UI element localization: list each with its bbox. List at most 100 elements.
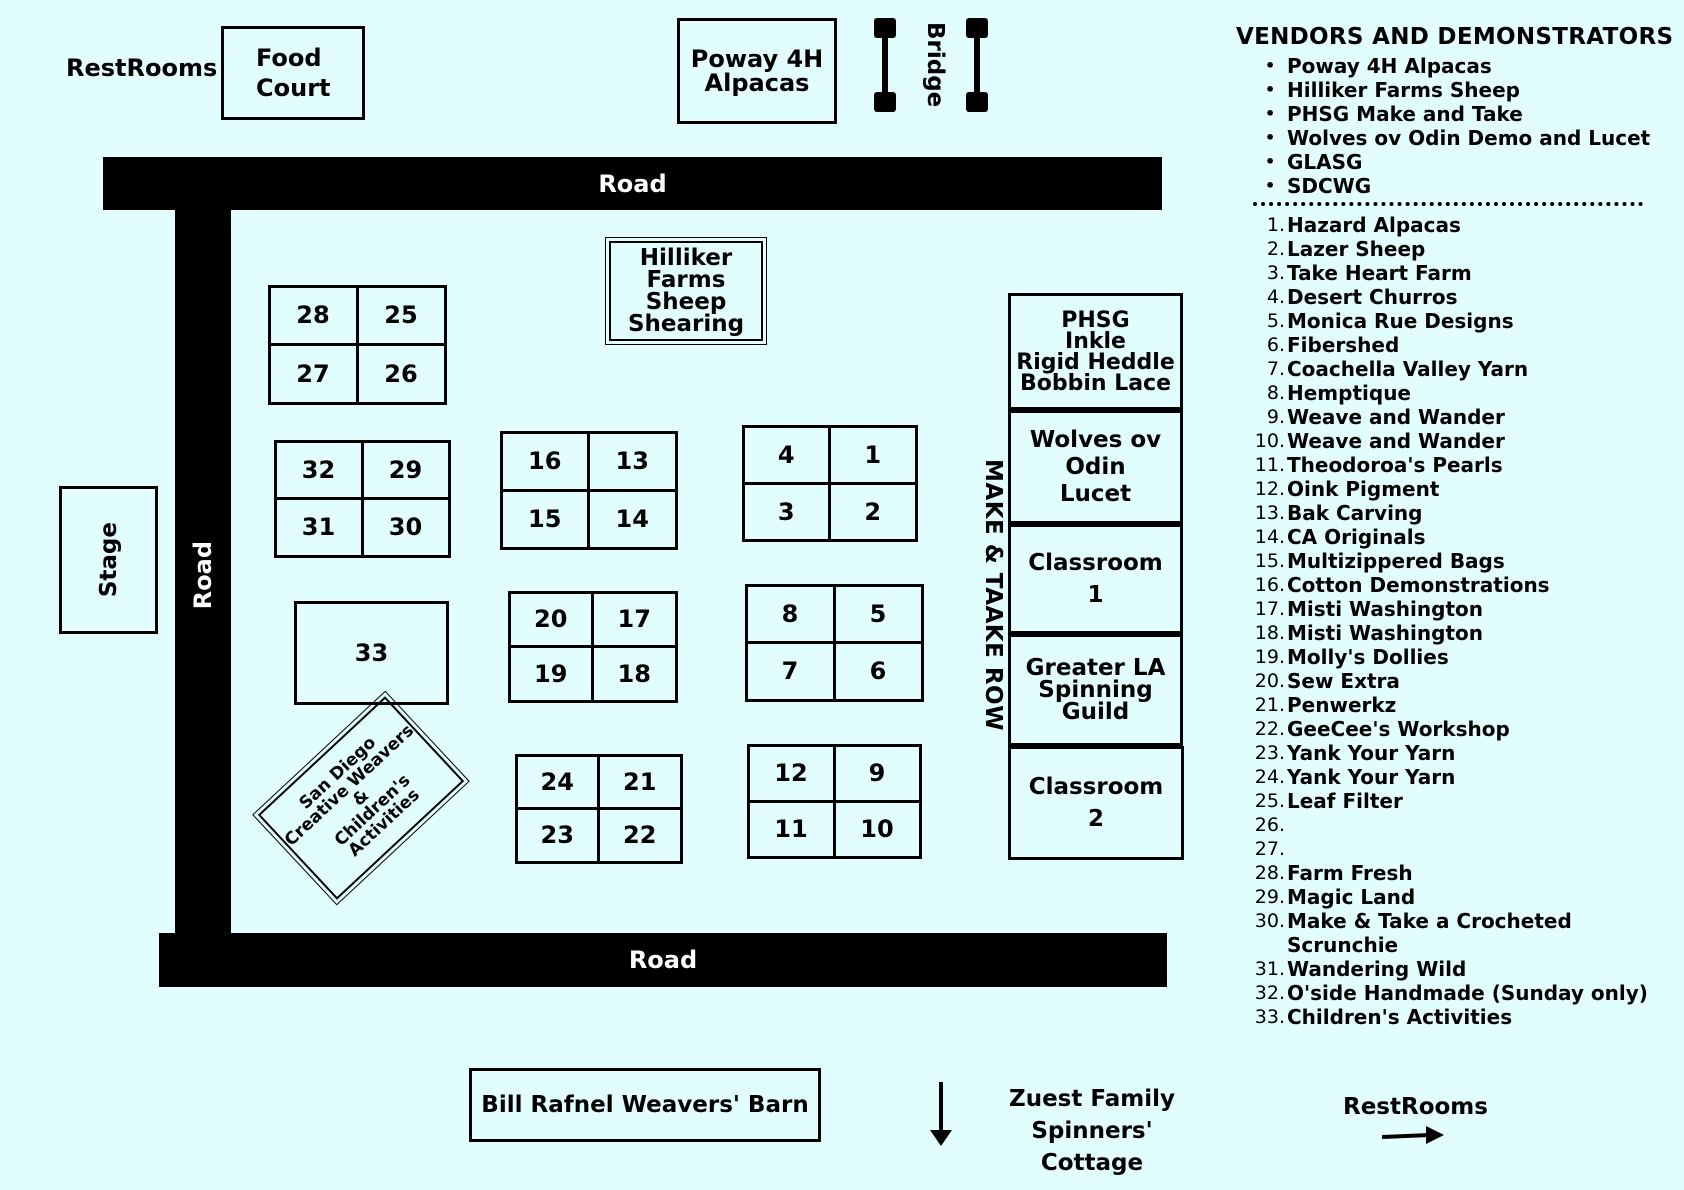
demonstrator-item: GLASG: [1261, 150, 1651, 174]
road-bottom: Road: [159, 933, 1167, 987]
booth-31[interactable]: 31: [273, 497, 364, 558]
booth-29[interactable]: 29: [360, 439, 451, 500]
vendor-item: 18.Misti Washington: [1253, 621, 1673, 645]
phsg-line3: Rigid Heddle: [1016, 349, 1175, 375]
booth-7[interactable]: 7: [744, 641, 836, 702]
food-court[interactable]: Food Court: [221, 26, 365, 120]
vendor-item: 12.Oink Pigment: [1253, 477, 1673, 501]
vendor-number: 21.: [1254, 694, 1285, 716]
vendor-name: Lazer Sheep: [1287, 237, 1426, 261]
vendor-name: O'side Handmade (Sunday only): [1287, 981, 1648, 1005]
vendor-name: Hemptique: [1287, 381, 1411, 405]
booth-1[interactable]: 1: [828, 424, 918, 485]
booth-24[interactable]: 24: [514, 753, 600, 810]
wolves-line2: Odin: [1065, 453, 1126, 480]
booth-10[interactable]: 10: [832, 799, 922, 859]
wolves-ov-odin-room[interactable]: Wolves ov Odin Lucet: [1008, 410, 1183, 524]
vendor-item: Scrunchie: [1253, 933, 1673, 957]
booth-3[interactable]: 3: [741, 481, 831, 542]
vendor-number: 14.: [1254, 526, 1285, 548]
booth-25[interactable]: 25: [355, 284, 447, 346]
vendor-name: [1287, 837, 1673, 861]
booth-21[interactable]: 21: [597, 753, 683, 810]
hilliker-sheep-shearing[interactable]: Hilliker Farms Sheep Shearing: [605, 237, 767, 345]
booth-13[interactable]: 13: [587, 430, 678, 492]
vendor-item: 2.Lazer Sheep: [1253, 237, 1673, 261]
vendor-name: Children's Activities: [1287, 1005, 1513, 1029]
vendor-name: Take Heart Farm: [1287, 261, 1472, 285]
demonstrator-item: SDCWG: [1261, 174, 1651, 198]
booth-8[interactable]: 8: [744, 583, 836, 644]
greater-la-spinning-guild[interactable]: Greater LA Spinning Guild: [1008, 634, 1183, 746]
vendor-name: Sew Extra: [1287, 669, 1400, 693]
vendor-number: 20.: [1254, 670, 1285, 692]
vendor-item: 31.Wandering Wild: [1253, 957, 1673, 981]
stage[interactable]: Stage: [59, 486, 158, 634]
vendor-name: Wandering Wild: [1287, 957, 1467, 981]
road-left-label: Road: [189, 540, 217, 610]
vendor-number: 29.: [1254, 886, 1285, 908]
vendor-name: Monica Rue Designs: [1287, 309, 1514, 333]
vendor-item: 5.Monica Rue Designs: [1253, 309, 1673, 333]
booth-23[interactable]: 23: [514, 807, 600, 864]
booth-9[interactable]: 9: [832, 743, 922, 803]
san-diego-creative-weavers[interactable]: San Diego Creative Weavers & Children's …: [253, 689, 469, 907]
booth-18[interactable]: 18: [591, 645, 678, 703]
zuest-family-cottage[interactable]: Zuest Family Spinners' Cottage: [982, 1083, 1202, 1179]
vendor-item: 6.Fibershed: [1253, 333, 1673, 357]
demonstrator-item: Wolves ov Odin Demo and Lucet: [1261, 126, 1651, 150]
booth-6[interactable]: 6: [832, 641, 924, 702]
road-top-label: Road: [598, 169, 667, 198]
booth-group-13-16: 16 13 15 14: [499, 430, 678, 550]
vendor-number: 3.: [1266, 262, 1285, 284]
vendor-number: 24.: [1254, 766, 1285, 788]
vendor-name: Yank Your Yarn: [1287, 765, 1456, 789]
demonstrator-item: PHSG Make and Take: [1261, 102, 1651, 126]
booth-19[interactable]: 19: [507, 645, 594, 703]
vendor-item: 25.Leaf Filter: [1253, 789, 1673, 813]
demonstrator-item: Poway 4H Alpacas: [1261, 54, 1651, 78]
classroom-1[interactable]: Classroom 1: [1008, 524, 1183, 634]
booth-14[interactable]: 14: [587, 488, 678, 550]
vendor-item: 23.Yank Your Yarn: [1253, 741, 1673, 765]
vendor-name: Theodoroa's Pearls: [1287, 453, 1503, 477]
booth-20[interactable]: 20: [507, 590, 594, 648]
vendor-name: Molly's Dollies: [1287, 645, 1449, 669]
booth-27[interactable]: 27: [267, 343, 359, 405]
vendor-item: 21.Penwerkz: [1253, 693, 1673, 717]
booth-2[interactable]: 2: [828, 481, 918, 542]
bill-rafnel-weavers-barn[interactable]: Bill Rafnel Weavers' Barn: [469, 1068, 821, 1142]
poway-alpacas-area[interactable]: Poway 4H Alpacas: [677, 18, 837, 124]
classroom1-line2: 1: [1087, 582, 1104, 608]
greater-la-line2: Spinning: [1038, 677, 1153, 703]
vendor-item: 17.Misti Washington: [1253, 597, 1673, 621]
booth-11[interactable]: 11: [746, 799, 836, 859]
vendor-item: 16.Cotton Demonstrations: [1253, 573, 1673, 597]
wolves-line1: Wolves ov: [1029, 426, 1162, 453]
booth-15[interactable]: 15: [499, 488, 590, 550]
booth-4[interactable]: 4: [741, 424, 831, 485]
phsg-line1: PHSG: [1061, 307, 1130, 333]
vendor-name: Bak Carving: [1287, 501, 1423, 525]
booth-12[interactable]: 12: [746, 743, 836, 803]
booth-5[interactable]: 5: [832, 583, 924, 644]
booth-group-17-20: 20 17 19 18: [507, 590, 678, 703]
phsg-room[interactable]: PHSG Inkle Rigid Heddle Bobbin Lace: [1008, 293, 1183, 410]
vendor-name: Hazard Alpacas: [1287, 213, 1461, 237]
vendor-number: 15.: [1254, 550, 1285, 572]
booth-33[interactable]: 33: [294, 601, 449, 705]
vendor-number: 27.: [1254, 838, 1285, 860]
booth-30[interactable]: 30: [360, 497, 451, 558]
barn-label: Bill Rafnel Weavers' Barn: [481, 1092, 809, 1118]
classroom-2[interactable]: Classroom 2: [1008, 746, 1184, 860]
booth-16[interactable]: 16: [499, 430, 590, 492]
booth-group-25-28: 28 25 27 26: [267, 284, 447, 405]
vendor-name: Leaf Filter: [1287, 789, 1403, 813]
booth-17[interactable]: 17: [591, 590, 678, 648]
booth-32[interactable]: 32: [273, 439, 364, 500]
vendor-number: 6.: [1266, 334, 1285, 356]
vendor-item: 3.Take Heart Farm: [1253, 261, 1673, 285]
booth-28[interactable]: 28: [267, 284, 359, 346]
booth-26[interactable]: 26: [355, 343, 447, 405]
booth-22[interactable]: 22: [597, 807, 683, 864]
